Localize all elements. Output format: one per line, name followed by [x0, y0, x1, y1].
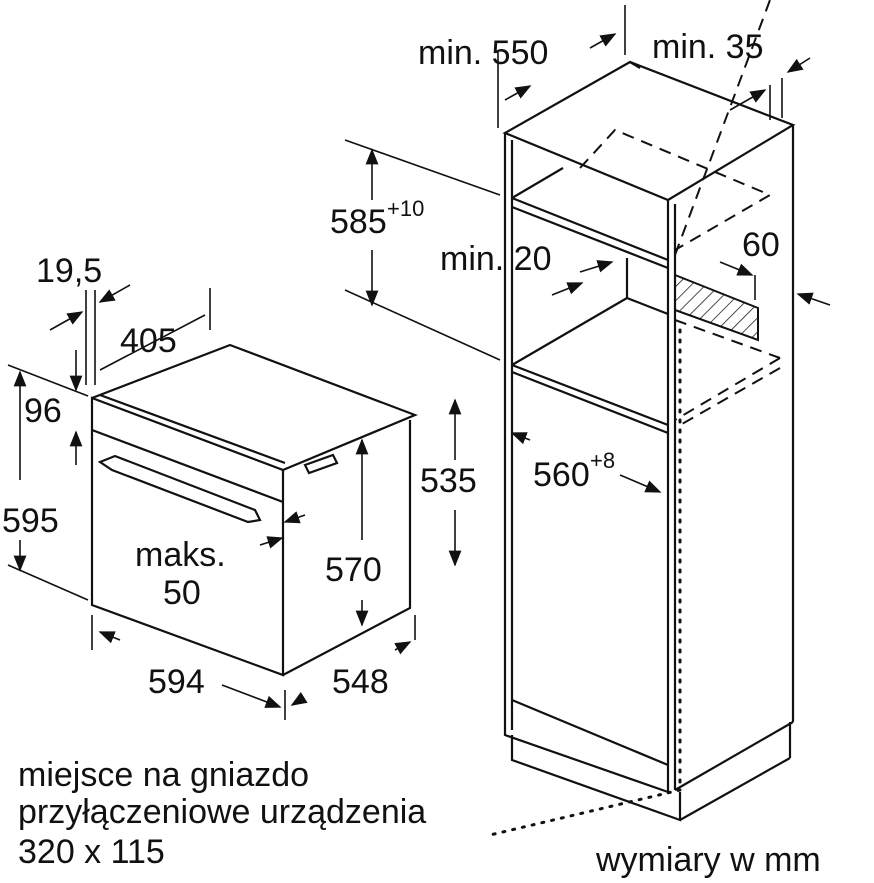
label-oven-depth-top: 405	[120, 322, 177, 360]
label-door-thickness: 19,5	[36, 252, 102, 290]
label-handle-value: 50	[163, 574, 201, 612]
cabinet	[488, 0, 796, 837]
oven	[90, 343, 418, 677]
label-oven-width: 594	[148, 663, 205, 701]
label-niche-height: 585	[330, 203, 387, 241]
socket-note-line3: 320 x 115	[18, 833, 165, 871]
label-body-height: 570	[325, 551, 382, 589]
dimension-labels: min. 550 min. 35 585 +10 min. 20 60 19,5…	[2, 28, 821, 879]
label-min-gap: min. 20	[440, 240, 552, 278]
label-niche-width-tolerance: +8	[590, 448, 615, 473]
label-side-height: 535	[420, 462, 477, 500]
label-vent: 60	[742, 226, 780, 264]
label-niche-width: 560	[533, 456, 590, 494]
socket-note-line2: przyłączeniowe urządzenia	[18, 793, 426, 831]
label-panel-height: 96	[24, 392, 62, 430]
units-note: wymiary w mm	[595, 841, 821, 879]
label-oven-height: 595	[2, 502, 59, 540]
label-niche-height-tolerance: +10	[387, 196, 424, 221]
label-handle: maks.	[135, 536, 226, 574]
label-cabinet-depth: min. 550	[418, 34, 548, 72]
socket-note-line1: miejsce na gniazdo	[18, 756, 309, 794]
dimension-lines	[7, 5, 831, 720]
label-body-depth: 548	[332, 663, 389, 701]
label-rear-gap: min. 35	[652, 28, 764, 66]
